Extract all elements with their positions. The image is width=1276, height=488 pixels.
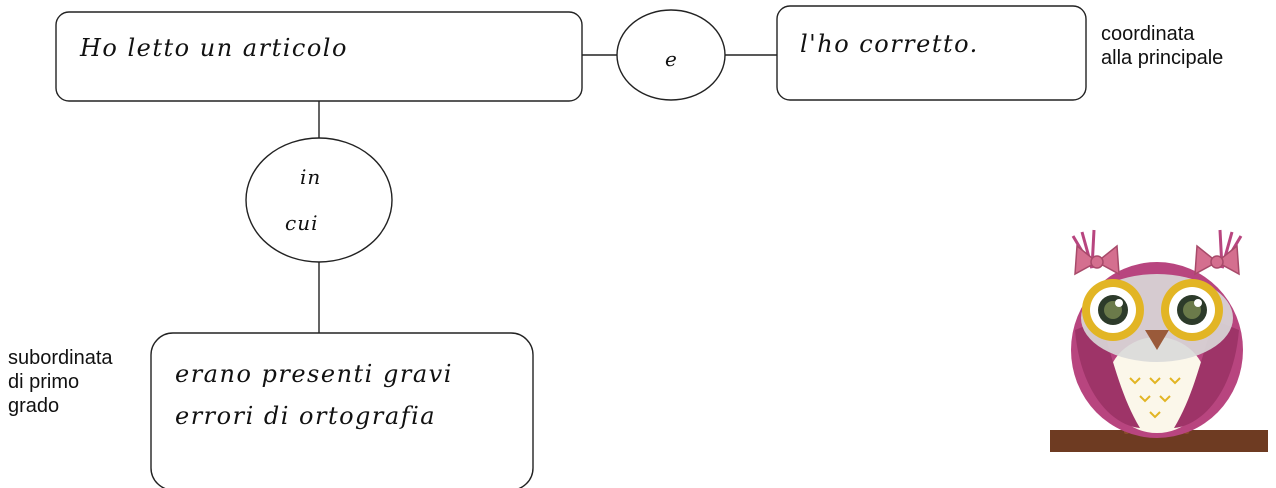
subordinate-clause-line-2: errori di ortografia — [175, 402, 436, 430]
relative-pronoun-line-1: in — [300, 165, 321, 189]
coordinate-clause-box: l'ho corretto. — [776, 5, 1087, 101]
subordinate-clause-box: erano presenti gravi errori di ortografi… — [150, 332, 534, 488]
coordinate-label-line-1: coordinata — [1101, 23, 1195, 45]
coordinate-label: coordinata alla principale — [1101, 22, 1223, 70]
owl-eye-right — [1161, 279, 1223, 341]
owl-illustration — [1050, 229, 1268, 452]
branch-shape — [1050, 430, 1268, 452]
owl-eye-left — [1082, 279, 1144, 341]
subordinate-clause-line-1: erano presenti gravi — [175, 360, 453, 388]
subordinate-label-line-3: grado — [8, 395, 60, 417]
bow-right-icon — [1194, 244, 1240, 276]
main-clause-text: Ho letto un articolo — [79, 34, 348, 62]
main-clause-box: Ho letto un articolo — [55, 11, 583, 102]
subordinate-label: subordinata di primo grado — [8, 346, 113, 418]
subordinate-label-line-1: subordinata — [8, 347, 113, 369]
owl-beak — [1145, 330, 1169, 350]
conjunction-text: e — [665, 47, 678, 71]
relative-pronoun-circle: in cui — [245, 137, 393, 263]
coordinate-label-line-2: alla principale — [1101, 47, 1224, 69]
subordinate-label-line-2: di primo — [8, 371, 80, 393]
coordinate-clause-text: l'ho corretto. — [800, 30, 979, 58]
conjunction-circle: e — [616, 9, 726, 101]
bow-left-icon — [1074, 244, 1120, 276]
relative-pronoun-line-2: cui — [285, 211, 318, 235]
